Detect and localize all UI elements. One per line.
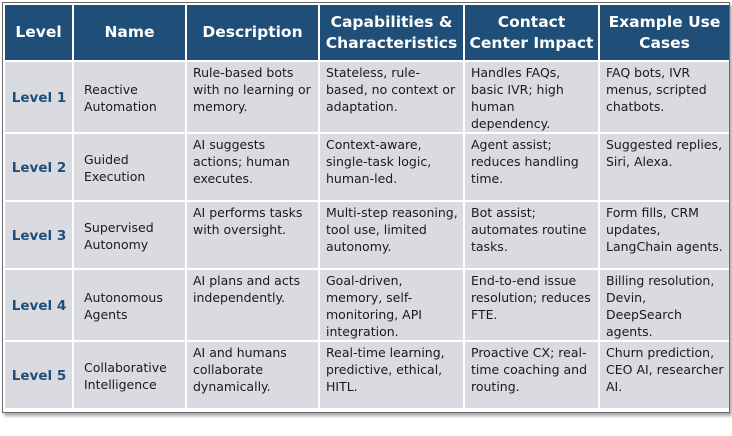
cell-impact: Bot assist; automates routine tasks. bbox=[465, 202, 598, 268]
header-description: Description bbox=[187, 5, 318, 60]
header-level: Level bbox=[5, 5, 72, 60]
table-row: Level 2 Guided Execution AI suggests act… bbox=[5, 134, 729, 200]
cell-capabilities: Goal-driven, memory, self-monitoring, AP… bbox=[320, 270, 463, 340]
cell-level: Level 3 bbox=[5, 202, 72, 268]
table-header-row: Level Name Description Capabilities & Ch… bbox=[5, 5, 729, 60]
cell-examples: Form fills, CRM updates, LangChain agent… bbox=[600, 202, 729, 268]
cell-examples: FAQ bots, IVR menus, scripted chatbots. bbox=[600, 62, 729, 132]
header-name: Name bbox=[74, 5, 185, 60]
cell-description: AI performs tasks with oversight. bbox=[187, 202, 318, 268]
cell-name: Supervised Autonomy bbox=[74, 202, 185, 268]
cell-capabilities: Real-time learning, predictive, ethical,… bbox=[320, 342, 463, 408]
cell-capabilities: Multi-step reasoning, tool use, limited … bbox=[320, 202, 463, 268]
header-contact-center-impact: Contact Center Impact bbox=[465, 5, 598, 60]
cell-capabilities: Context-aware, single-task logic, human-… bbox=[320, 134, 463, 200]
cell-examples: Churn prediction, CEO AI, researcher AI. bbox=[600, 342, 729, 408]
header-example-use-cases: Example Use Cases bbox=[600, 5, 729, 60]
cell-description: AI suggests actions; human executes. bbox=[187, 134, 318, 200]
cell-name: Guided Execution bbox=[74, 134, 185, 200]
table-row: Level 4 Autonomous Agents AI plans and a… bbox=[5, 270, 729, 340]
cell-examples: Billing resolution, Devin, DeepSearch ag… bbox=[600, 270, 729, 340]
header-capabilities: Capabilities & Characteristics bbox=[320, 5, 463, 60]
cell-level: Level 5 bbox=[5, 342, 72, 408]
ai-maturity-levels-table: Level Name Description Capabilities & Ch… bbox=[3, 3, 729, 410]
cell-description: AI and humans collaborate dynamically. bbox=[187, 342, 318, 408]
table-row: Level 3 Supervised Autonomy AI performs … bbox=[5, 202, 729, 268]
table-row: Level 1 Reactive Automation Rule-based b… bbox=[5, 62, 729, 132]
cell-examples: Suggested replies, Siri, Alexa. bbox=[600, 134, 729, 200]
cell-name: Collaborative Intelligence bbox=[74, 342, 185, 408]
cell-impact: Proactive CX; real-time coaching and rou… bbox=[465, 342, 598, 408]
cell-impact: End-to-end issue resolution; reduces FTE… bbox=[465, 270, 598, 340]
cell-level: Level 2 bbox=[5, 134, 72, 200]
cell-level: Level 4 bbox=[5, 270, 72, 340]
cell-description: AI plans and acts independently. bbox=[187, 270, 318, 340]
cell-name: Autonomous Agents bbox=[74, 270, 185, 340]
maturity-table-frame: Level Name Description Capabilities & Ch… bbox=[2, 2, 730, 413]
cell-impact: Handles FAQs, basic IVR; high human depe… bbox=[465, 62, 598, 132]
table-row: Level 5 Collaborative Intelligence AI an… bbox=[5, 342, 729, 408]
cell-name: Reactive Automation bbox=[74, 62, 185, 132]
cell-level: Level 1 bbox=[5, 62, 72, 132]
cell-description: Rule-based bots with no learning or memo… bbox=[187, 62, 318, 132]
cell-capabilities: Stateless, rule-based, no context or ada… bbox=[320, 62, 463, 132]
cell-impact: Agent assist; reduces handling time. bbox=[465, 134, 598, 200]
